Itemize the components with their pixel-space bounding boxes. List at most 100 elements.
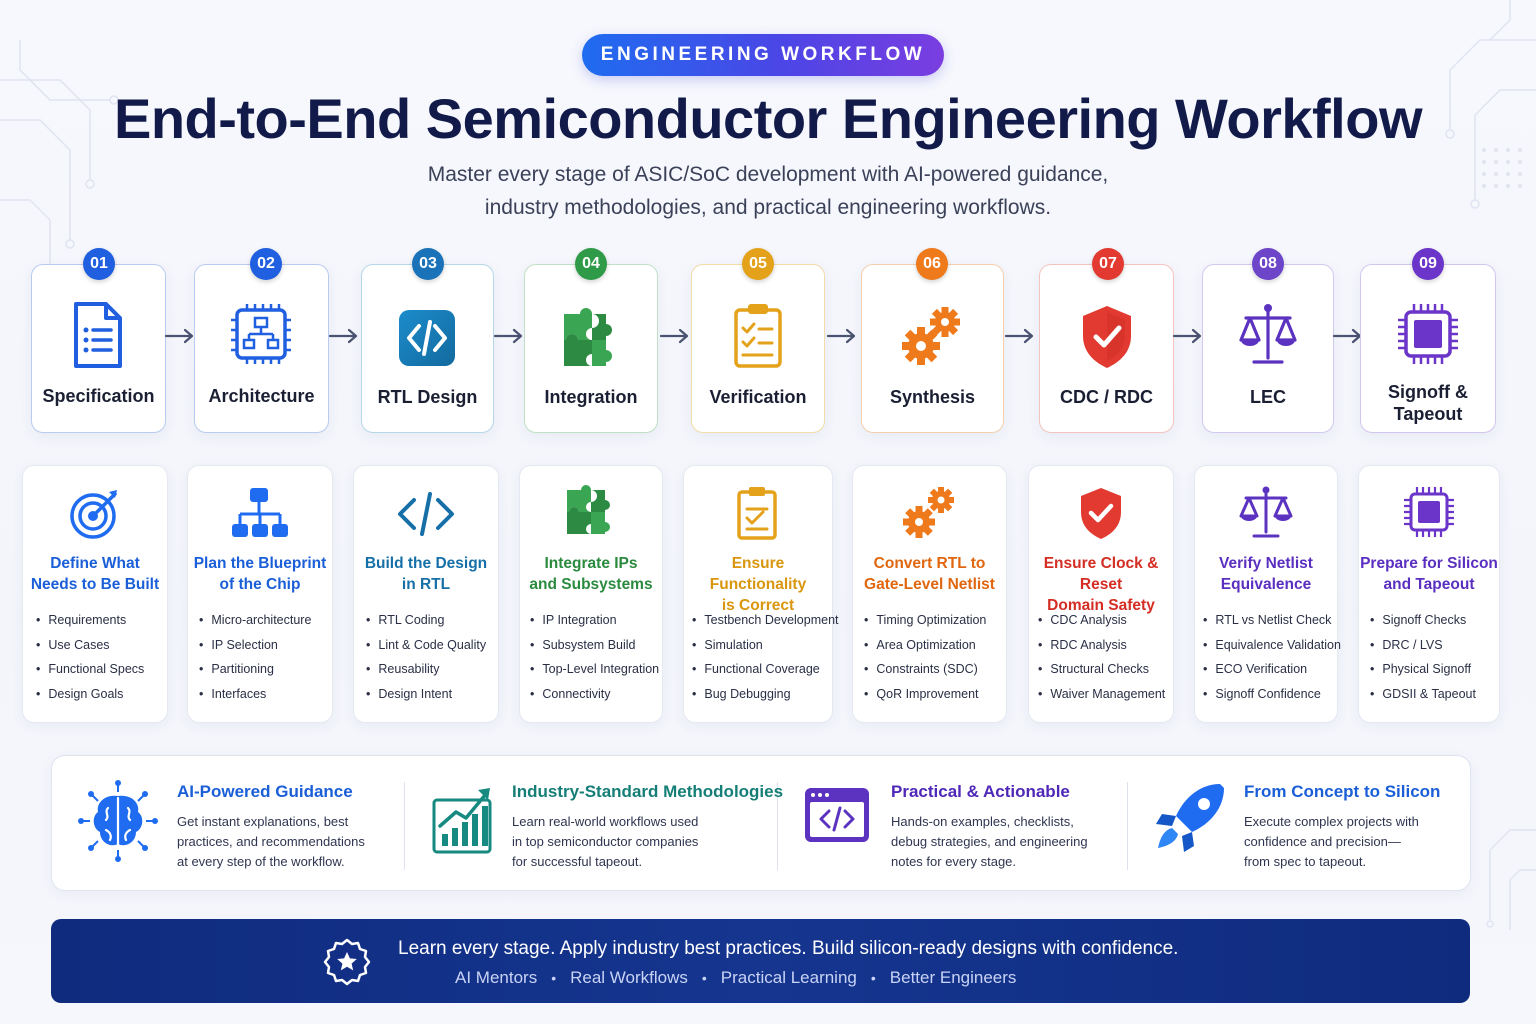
detail-title-line-1: Prepare for Silicon [1360, 555, 1498, 572]
detail-list-synthesis: Timing Optimization Area Optimization Co… [864, 608, 986, 706]
step-label-line-1: Signoff & [1388, 382, 1468, 402]
feature-desc-line: practices, and recommendations [177, 834, 365, 849]
list-item: Reusability [366, 657, 486, 682]
list-item: Design Goals [36, 682, 144, 707]
bottom-banner [51, 919, 1470, 1003]
feature-title-ai-guidance: AI-Powered Guidance [177, 782, 353, 801]
document-icon [74, 302, 122, 368]
detail-title-line-2: Equivalence [1220, 576, 1312, 593]
step-label-integration: Integration [544, 387, 638, 407]
list-item: Interfaces [199, 682, 311, 707]
detail-title-line-2: in RTL [401, 576, 451, 593]
list-item: RDC Analysis [1038, 633, 1165, 658]
puzzle-icon [564, 308, 612, 366]
list-item: QoR Improvement [864, 682, 986, 707]
detail-list-rtl-design: RTL Coding Lint & Code Quality Reusabili… [366, 608, 486, 706]
balance-scale-icon [1239, 486, 1293, 538]
feature-title-methodologies: Industry-Standard Methodologies [512, 782, 784, 801]
arrow-right-icon [328, 328, 358, 344]
detail-title-verification: Ensure Functionality is Correct [683, 553, 833, 616]
checklist-icon [734, 304, 782, 368]
detail-title-line-1: Build the Design [364, 555, 488, 572]
target-icon [70, 490, 117, 539]
list-item: Area Optimization [864, 633, 986, 658]
list-item: GDSII & Tapeout [1370, 682, 1476, 707]
puzzle-icon [567, 485, 610, 534]
detail-title-line-1: Plan the Blueprint [193, 555, 327, 572]
detail-list-lec: RTL vs Netlist Check Equivalence Validat… [1203, 608, 1341, 706]
feature-desc-line: Get instant explanations, best [177, 814, 349, 829]
step-number-08: 08 [1252, 248, 1284, 280]
detail-title-line-1: Define What [50, 555, 140, 572]
feature-desc-line: Execute complex projects with [1244, 814, 1419, 829]
banner-message: Learn every stage. Apply industry best p… [398, 938, 1179, 959]
detail-list-verification: Testbench Development Simulation Functio… [692, 608, 839, 707]
step-label-architecture: Architecture [208, 386, 315, 406]
list-item: Physical Signoff [1370, 657, 1476, 682]
detail-title-synthesis: Convert RTL to Gate-Level Netlist [852, 553, 1007, 595]
step-number-01: 01 [83, 248, 115, 280]
detail-title-line-1: Ensure Clock & Reset [1043, 555, 1159, 593]
circuit-decoration-bottom-right [1486, 829, 1536, 930]
growth-chart-icon [432, 788, 492, 854]
detail-list-cdc-rdc: CDC Analysis RDC Analysis Structural Che… [1038, 608, 1165, 706]
detail-title-rtl-design: Build the Design in RTL [353, 553, 499, 595]
bullet-separator: • [870, 970, 876, 986]
detail-title-line-1: Ensure Functionality [709, 555, 807, 593]
list-item: Functional Coverage [692, 657, 839, 682]
step-label-rtl-design: RTL Design [377, 387, 478, 407]
list-item: DRC / LVS [1370, 633, 1476, 658]
list-item: Constraints (SDC) [864, 657, 986, 682]
list-item: Micro-architecture [199, 608, 311, 633]
step-number-06: 06 [916, 248, 948, 280]
list-item: Testbench Development [692, 608, 838, 633]
shield-check-icon [1081, 488, 1121, 539]
detail-title-signoff-tapeout: Prepare for Silicon and Tapeout [1358, 553, 1500, 595]
banner-tag: Better Engineers [889, 968, 1017, 987]
shield-check-icon [1083, 306, 1131, 368]
feature-desc-line: debug strategies, and engineering [891, 834, 1088, 849]
features-panel [51, 755, 1471, 891]
balance-scale-icon [1239, 304, 1297, 364]
detail-title-specification: Define What Needs to Be Built [22, 553, 168, 595]
banner-tag: AI Mentors [455, 968, 538, 987]
detail-list-specification: Requirements Use Cases Functional Specs … [36, 608, 144, 706]
list-item: Functional Specs [36, 657, 144, 682]
list-item: Bug Debugging [692, 682, 839, 707]
step-number-03: 03 [412, 248, 444, 280]
detail-list-architecture: Micro-architecture IP Selection Partitio… [199, 608, 311, 706]
feature-desc-line: notes for every stage. [891, 854, 1017, 869]
feature-desc-practical: Hands-on examples, checklists, debug str… [891, 812, 1088, 872]
divider [777, 782, 778, 870]
detail-title-architecture: Plan the Blueprint of the Chip [187, 553, 333, 595]
feature-desc-line: confidence and precision— [1244, 834, 1401, 849]
subtitle-line-1: Master every stage of ASIC/SoC developme… [427, 163, 1109, 186]
arrow-right-icon [1172, 328, 1202, 344]
list-item: Design Intent [366, 682, 486, 707]
detail-list-integration: IP Integration Subsystem Build Top-Level… [530, 608, 659, 706]
feature-title-concept-to-silicon: From Concept to Silicon [1244, 782, 1441, 801]
list-item: Equivalence Validation [1203, 633, 1341, 658]
list-item: Signoff Checks [1370, 608, 1476, 633]
list-item: IP Integration [530, 608, 659, 633]
page-title: End-to-End Semiconductor Engineering Wor… [113, 87, 1423, 150]
star-badge-icon [323, 938, 371, 986]
list-item: ECO Verification [1203, 657, 1341, 682]
page-subtitle: Master every stage of ASIC/SoC developme… [368, 158, 1168, 224]
step-number-09: 09 [1412, 248, 1444, 280]
detail-list-signoff-tapeout: Signoff Checks DRC / LVS Physical Signof… [1370, 608, 1476, 706]
hierarchy-icon [232, 488, 288, 537]
list-item: Waiver Management [1038, 682, 1165, 707]
rocket-icon [1156, 784, 1224, 852]
arrow-right-icon [826, 328, 856, 344]
list-item: RTL Coding [366, 608, 486, 633]
circuit-decoration-left [0, 40, 119, 298]
step-number-04: 04 [575, 248, 607, 280]
list-item: Requirements [36, 608, 144, 633]
code-brackets-icon [399, 310, 455, 366]
banner-tag: Practical Learning [720, 968, 857, 987]
detail-title-line-2: Needs to Be Built [30, 576, 160, 593]
feature-desc-line: in top semiconductor companies [512, 834, 699, 849]
step-number-02: 02 [250, 248, 282, 280]
list-item: Subsystem Build [530, 633, 659, 658]
